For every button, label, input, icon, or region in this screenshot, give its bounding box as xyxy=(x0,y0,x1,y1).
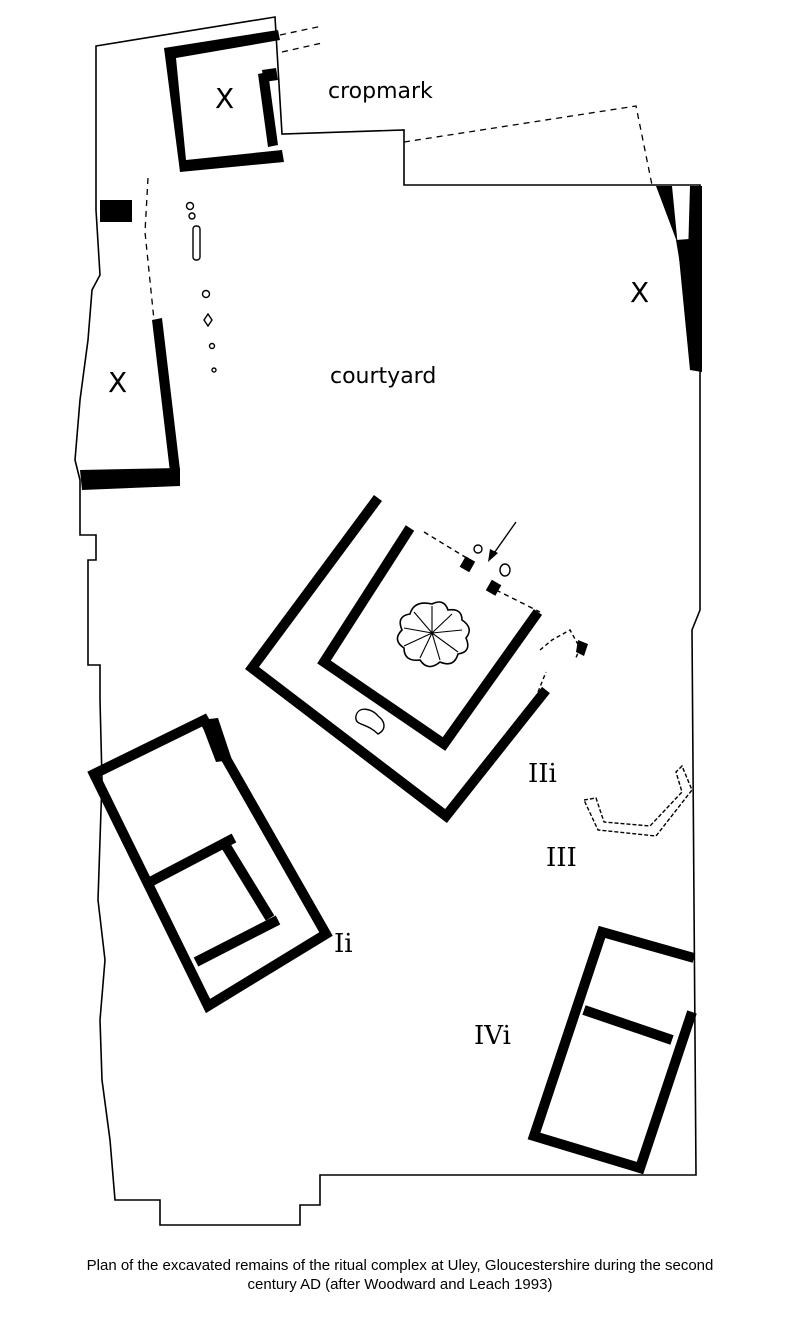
building-x-right: X xyxy=(630,186,702,372)
post-holes xyxy=(185,201,217,373)
building-x-left: X xyxy=(80,200,180,490)
building-iv xyxy=(527,925,697,1175)
building-x-top: X xyxy=(164,30,284,172)
courtyard-label: courtyard xyxy=(330,364,436,389)
building-i xyxy=(87,713,333,1014)
caption-line-1: Plan of the excavated remains of the rit… xyxy=(86,1257,714,1274)
site-plan: X cropmark X X courtyard xyxy=(74,16,702,1226)
building-i-label: Ii xyxy=(334,929,353,959)
temple-ii xyxy=(245,495,581,823)
caption-line-2: century AD (after Woodward and Leach 199… xyxy=(247,1276,553,1293)
building-iv-label: IVi xyxy=(474,1021,511,1051)
temple-ii-label: IIi xyxy=(528,759,557,789)
cropmark-lines xyxy=(144,25,653,331)
building-iii-label: III xyxy=(546,843,577,873)
building-x-top-label: X xyxy=(215,82,234,115)
cropmark-label: cropmark xyxy=(328,79,433,104)
temple-ii-features xyxy=(355,521,588,735)
figure-caption: Plan of the excavated remains of the rit… xyxy=(10,1256,790,1294)
site-boundary xyxy=(74,16,701,1226)
building-x-right-label: X xyxy=(630,276,649,309)
building-x-left-label: X xyxy=(108,366,127,399)
building-iii: III xyxy=(546,764,693,873)
